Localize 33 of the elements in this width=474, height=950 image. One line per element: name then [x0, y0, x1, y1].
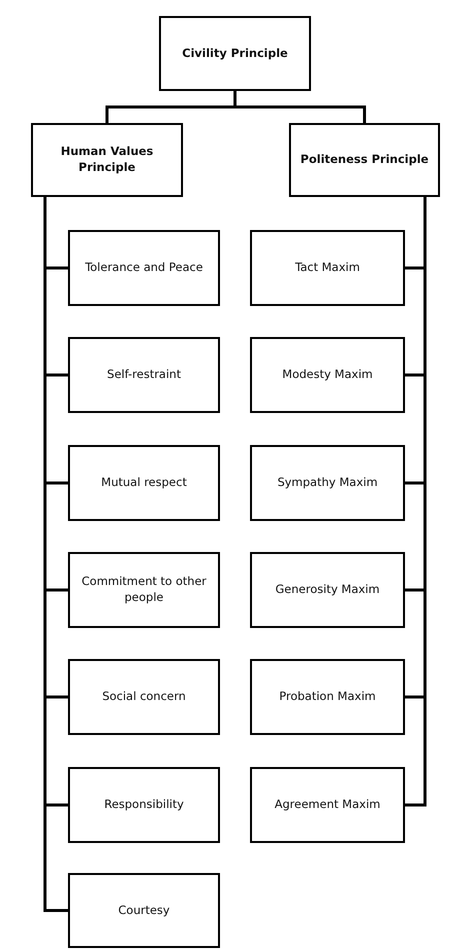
box	[68, 873, 220, 948]
node-text: Tolerance and Peace	[85, 260, 203, 276]
node-text: Social concern	[102, 689, 186, 705]
node-text: Mutual respect	[101, 475, 187, 491]
node-text: Politeness Principle	[300, 152, 429, 168]
box	[250, 659, 405, 735]
box	[250, 337, 405, 413]
box	[289, 123, 440, 197]
node-text: Generosity Maxim	[275, 582, 380, 598]
box	[250, 767, 405, 843]
box	[31, 123, 183, 197]
box	[250, 552, 405, 628]
box	[250, 230, 405, 306]
box	[68, 445, 220, 521]
connector-line	[234, 91, 366, 123]
node-text: Sympathy Maxim	[277, 475, 378, 491]
box	[68, 552, 220, 628]
node-text: Courtesy	[118, 902, 170, 918]
node-text: Human Values Principle	[60, 144, 154, 176]
node-text: Responsibility	[104, 797, 184, 813]
node-text: Agreement Maxim	[274, 797, 380, 813]
box	[68, 767, 220, 843]
node-text: Commitment to other people	[80, 574, 208, 606]
node-text: Tact Maxim	[295, 260, 360, 276]
box	[250, 445, 405, 521]
box	[159, 16, 311, 91]
node-text: Self-restraint	[107, 367, 181, 383]
node-text: Civility Principle	[182, 46, 288, 62]
box	[68, 659, 220, 735]
node-text: Probation Maxim	[279, 689, 376, 705]
box	[68, 230, 220, 306]
box	[68, 337, 220, 413]
node-text: Modesty Maxim	[282, 367, 373, 383]
